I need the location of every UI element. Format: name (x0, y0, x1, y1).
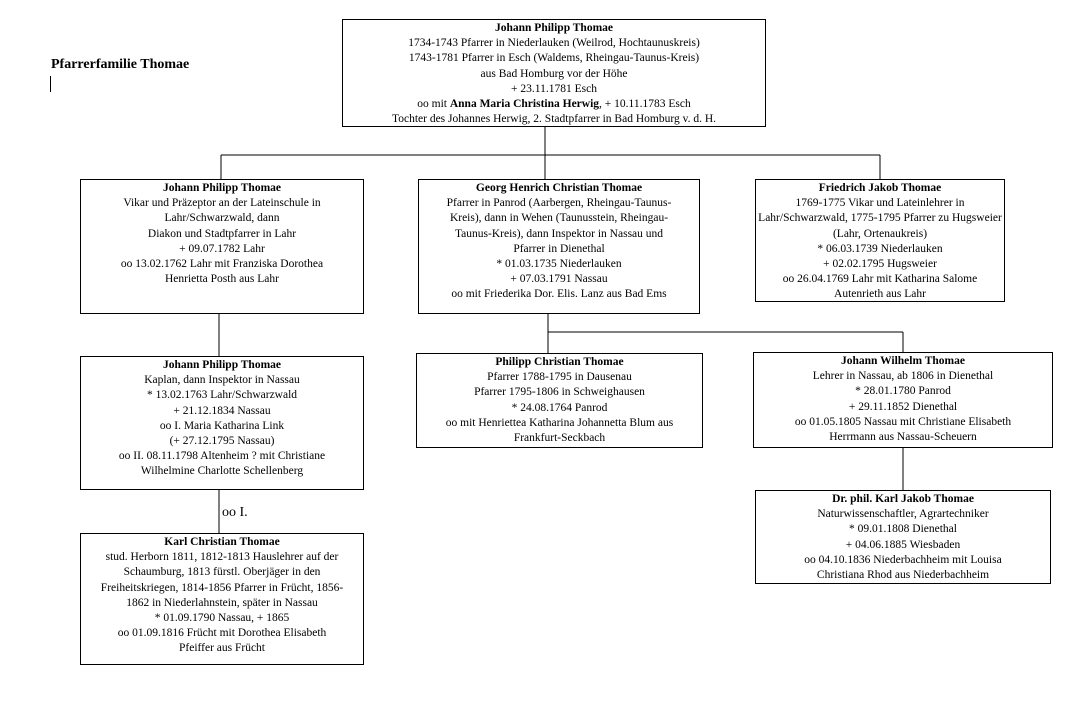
text-cursor (50, 76, 51, 92)
person-name: Johann Wilhelm Thomae (841, 355, 965, 367)
person-box-jp2: Johann Philipp Thomae Vikar und Präzepto… (80, 179, 364, 314)
person-detail: Kreis), dann in Wehen (Taunusstein, Rhei… (449, 212, 669, 225)
person-detail: Lahr/Schwarzwald, dann (164, 212, 280, 225)
person-detail: Kaplan, dann Inspektor in Nassau (144, 374, 300, 387)
person-detail: * 24.08.1764 Panrod (511, 401, 608, 414)
person-box-philipp: Philipp Christian Thomae Pfarrer 1788-17… (416, 353, 703, 448)
person-name: Johann Philipp Thomae (162, 359, 282, 371)
person-detail: oo 04.10.1836 Niederbachheim mit Louisa (804, 553, 1002, 566)
chart-title: Pfarrerfamilie Thomae (51, 57, 190, 72)
person-detail: Frankfurt-Seckbach (513, 432, 606, 445)
person-detail: + 02.02.1795 Hugsweier (823, 258, 937, 271)
person-detail: oo mit Friederika Dor. Elis. Lanz aus Ba… (451, 288, 667, 301)
person-detail: Naturwissenschaftler, Agrartechniker (817, 508, 989, 521)
person-name: Johann Philipp Thomae (162, 182, 282, 194)
person-detail: (+ 27.12.1795 Nassau) (169, 435, 275, 448)
person-detail: Lahr/Schwarzwald, 1775-1795 Pfarrer zu H… (758, 212, 1002, 225)
person-detail: oo 26.04.1769 Lahr mit Katharina Salome (782, 273, 978, 286)
person-detail: Taunus-Kreis), dann Inspektor in Nassau … (454, 227, 664, 240)
person-detail: + 07.03.1791 Nassau (510, 273, 608, 286)
person-detail: Diakon und Stadtpfarrer in Lahr (147, 227, 297, 240)
person-name: Friedrich Jakob Thomae (818, 182, 942, 194)
person-detail: Pfarrer 1795-1806 in Schweighausen (474, 386, 645, 399)
person-detail: oo 01.05.1805 Nassau mit Christiane Elis… (794, 415, 1012, 428)
person-detail: * 01.03.1735 Niederlauken (496, 258, 622, 271)
person-box-karl-jakob: Dr. phil. Karl Jakob Thomae Naturwissens… (755, 490, 1051, 584)
person-box-karl-christian: Karl Christian Thomae stud. Herborn 1811… (80, 533, 364, 665)
person-name: Philipp Christian Thomae (495, 356, 624, 368)
person-detail: 1769-1775 Vikar und Lateinlehrer in (795, 197, 965, 210)
person-detail: Pfarrer in Dienethal (513, 242, 605, 255)
person-detail: + 21.12.1834 Nassau (173, 404, 271, 417)
person-detail: 1862 in Niederlahnstein, später in Nassa… (126, 596, 318, 609)
person-detail: Freiheitskriegen, 1814-1856 Pfarrer in F… (100, 581, 344, 594)
person-detail: (Lahr, Ortenaukreis) (832, 227, 928, 240)
person-detail: + 04.06.1885 Wiesbaden (845, 538, 961, 551)
person-detail: oo 13.02.1762 Lahr mit Franziska Dorothe… (120, 258, 324, 271)
person-detail: 1743-1781 Pfarrer in Esch (Waldems, Rhei… (408, 52, 700, 65)
person-detail: Wilhelmine Charlotte Schellenberg (140, 465, 304, 478)
person-detail: Pfarrer 1788-1795 in Dausenau (487, 371, 632, 384)
marriage-line: oo mit Anna Maria Christina Herwig, + 10… (343, 97, 765, 112)
person-detail: * 28.01.1780 Panrod (855, 385, 951, 398)
person-name: Georg Henrich Christian Thomae (475, 182, 643, 194)
person-detail: oo 01.09.1816 Frücht mit Dorothea Elisab… (117, 627, 327, 640)
person-detail: * 13.02.1763 Lahr/Schwarzwald (146, 389, 298, 402)
person-detail: Pfarrer in Panrod (Aarbergen, Rheingau-T… (446, 197, 672, 210)
person-name: Dr. phil. Karl Jakob Thomae (832, 493, 974, 505)
person-detail: Vikar und Präzeptor an der Lateinschule … (123, 197, 321, 210)
person-name: Karl Christian Thomae (164, 536, 280, 548)
person-detail: Herrmann aus Nassau-Scheuern (829, 431, 977, 444)
marriage-label: oo I. (222, 505, 248, 520)
person-detail: Henrietta Posth aus Lahr (164, 273, 279, 286)
person-detail: Lehrer in Nassau, ab 1806 in Dienethal (812, 370, 994, 383)
person-detail: oo II. 08.11.1798 Altenheim ? mit Christ… (118, 450, 326, 463)
person-detail: + 23.11.1781 Esch (511, 82, 597, 95)
person-note: Tochter des Johannes Herwig, 2. Stadtpfa… (392, 113, 716, 126)
person-detail: Christiana Rhod aus Niederbachheim (816, 569, 990, 582)
person-box-johann-wilhelm: Johann Wilhelm Thomae Lehrer in Nassau, … (753, 352, 1053, 448)
person-detail: * 01.09.1790 Nassau, + 1865 (154, 612, 290, 625)
person-box-friedrich: Friedrich Jakob Thomae 1769-1775 Vikar u… (755, 179, 1005, 302)
person-box-root: Johann Philipp Thomae 1734-1743 Pfarrer … (342, 19, 766, 127)
person-detail: oo mit Henriettea Katharina Johannetta B… (445, 416, 674, 429)
person-detail: + 29.11.1852 Dienethal (848, 400, 958, 413)
person-detail: aus Bad Homburg vor der Höhe (480, 67, 628, 80)
person-box-georg: Georg Henrich Christian Thomae Pfarrer i… (418, 179, 700, 314)
marriage-prefix: oo mit (417, 98, 450, 111)
person-detail: + 09.07.1782 Lahr (179, 242, 265, 255)
person-detail: Autenrieth aus Lahr (834, 288, 926, 301)
spouse-name: Anna Maria Christina Herwig (449, 98, 600, 111)
person-name: Johann Philipp Thomae (494, 22, 614, 34)
person-detail: 1734-1743 Pfarrer in Niederlauken (Weilr… (408, 37, 700, 50)
person-detail: Pfeiffer aus Frücht (178, 642, 265, 655)
person-detail: * 09.01.1808 Dienethal (849, 523, 957, 536)
person-detail: * 06.03.1739 Niederlauken (817, 242, 943, 255)
person-detail: Schaumburg, 1813 fürstl. Oberjäger in de… (123, 566, 321, 579)
marriage-suffix: , + 10.11.1783 Esch (599, 98, 691, 111)
person-detail: stud. Herborn 1811, 1812-1813 Hauslehrer… (105, 551, 339, 564)
person-box-jp3: Johann Philipp Thomae Kaplan, dann Inspe… (80, 356, 364, 490)
person-detail: oo I. Maria Katharina Link (159, 419, 285, 432)
